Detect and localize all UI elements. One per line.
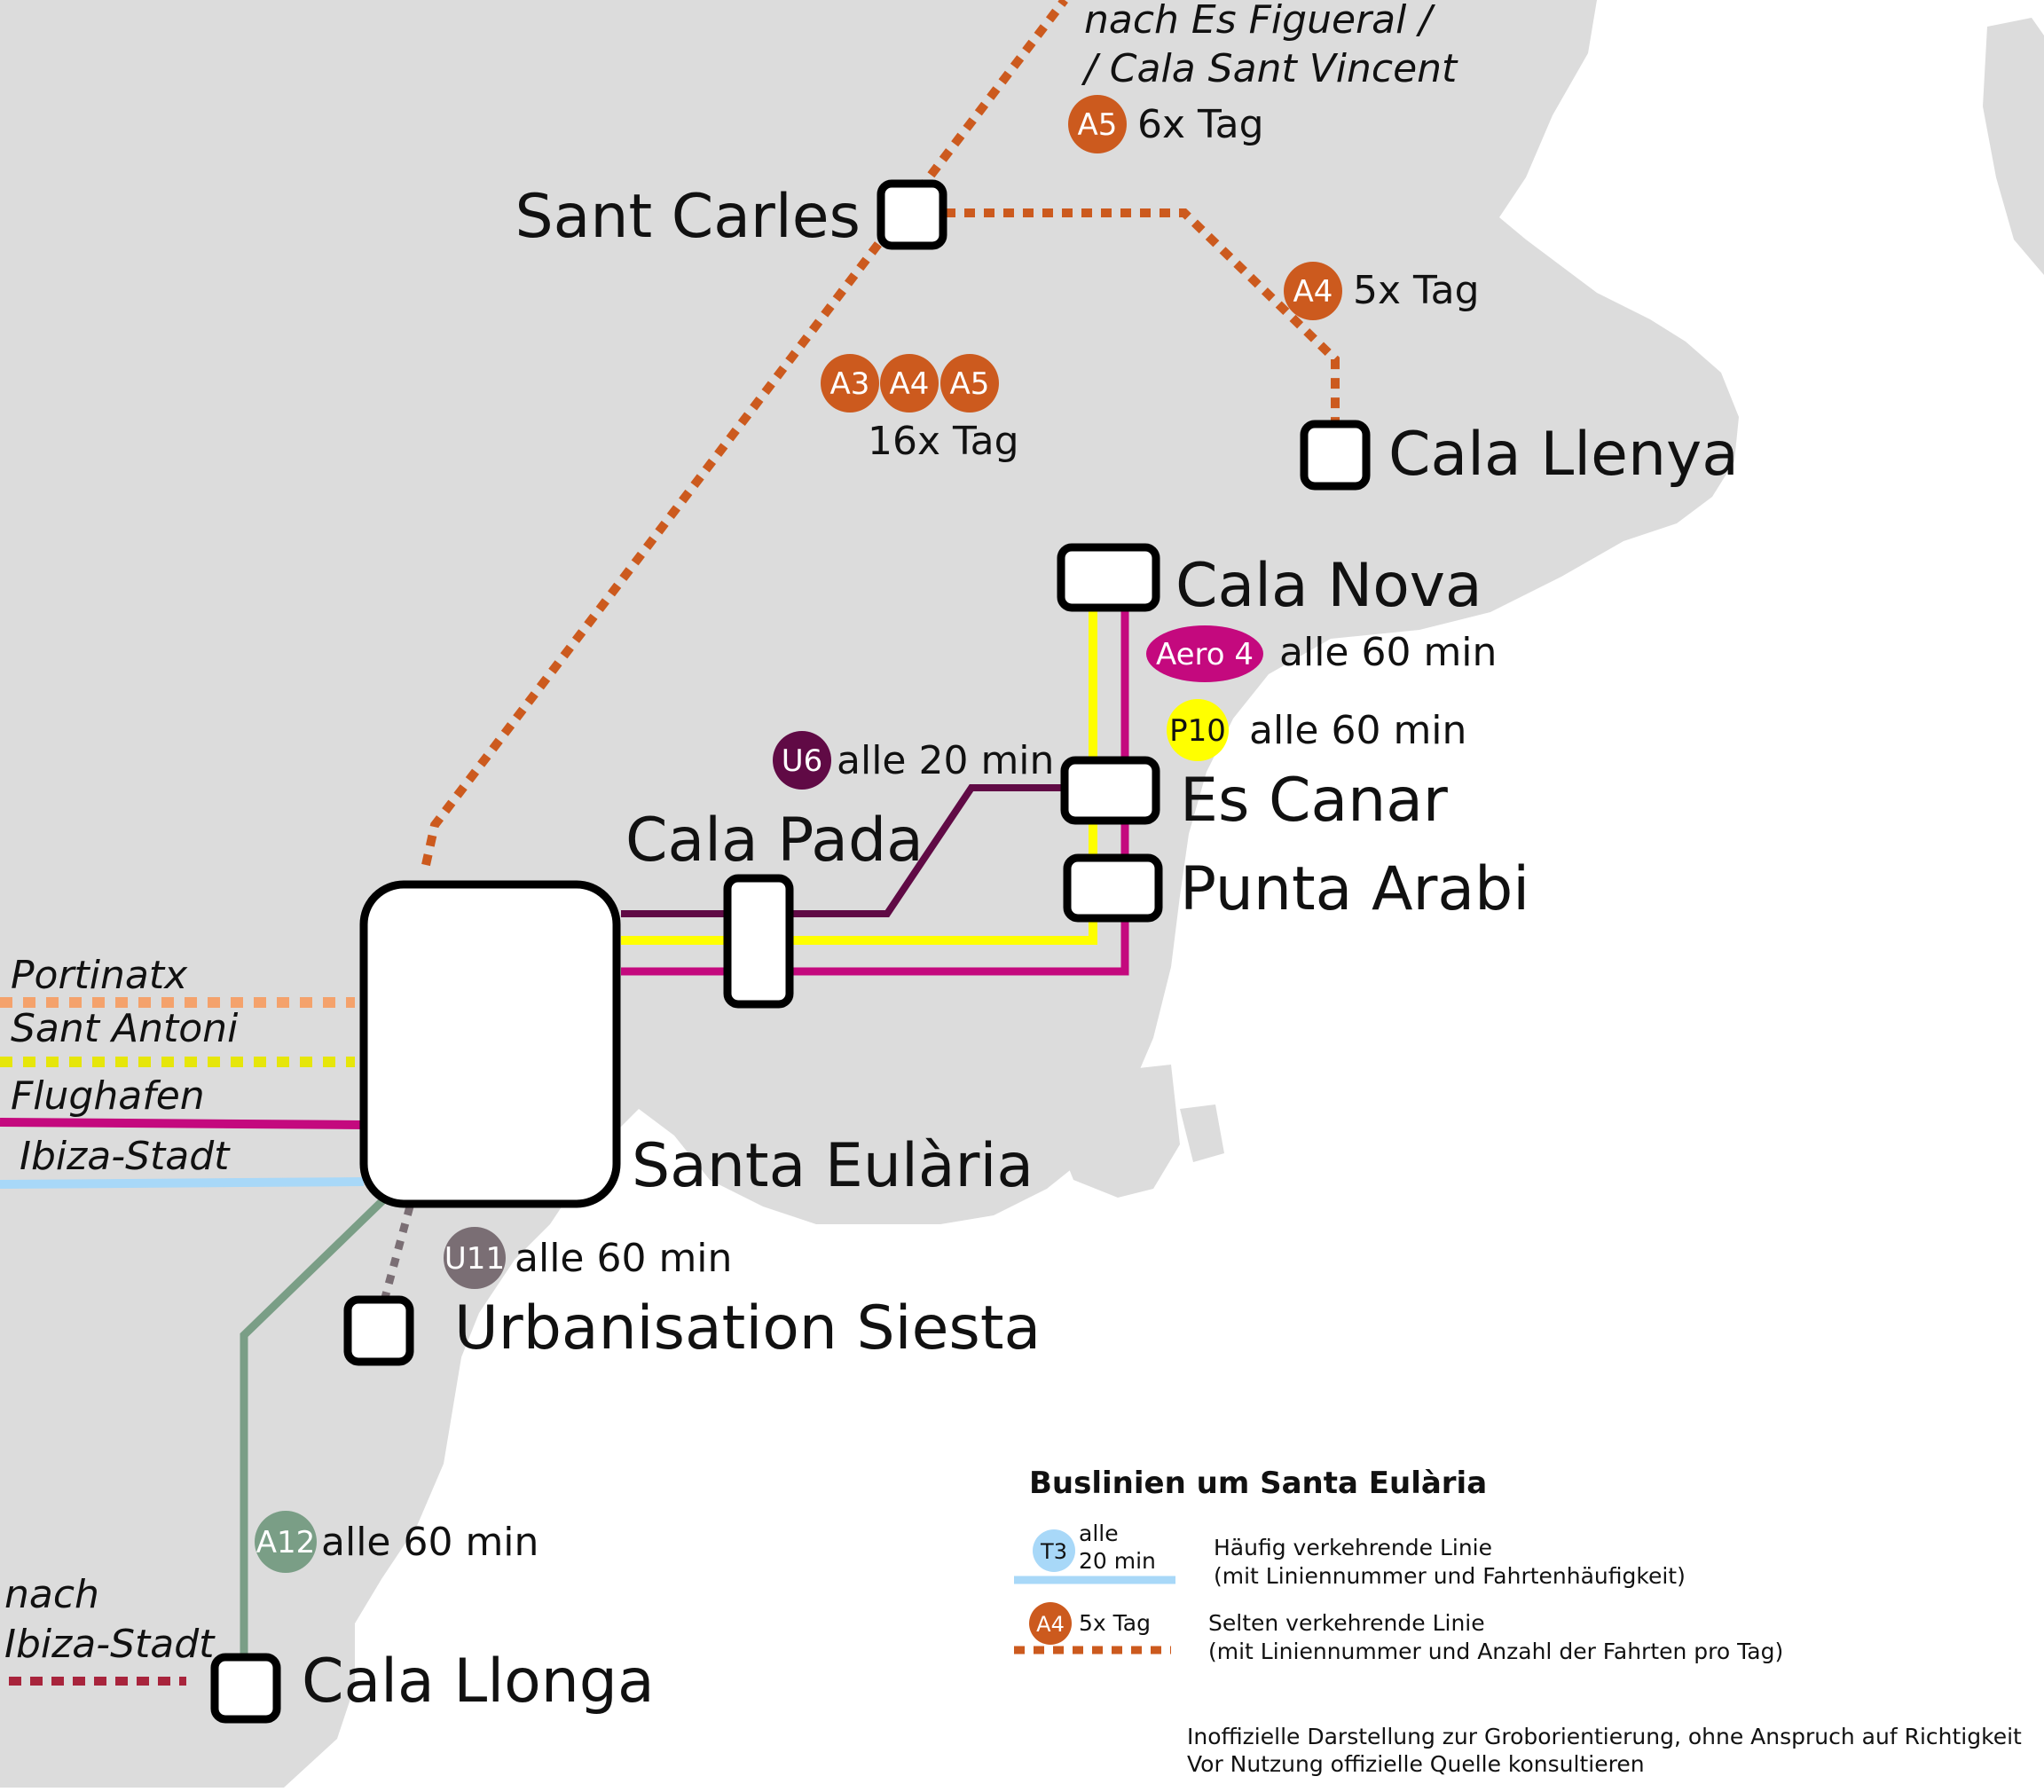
legend-a4-freq: 5x Tag <box>1079 1610 1151 1636</box>
station-label-sant-carles: Sant Carles <box>515 182 861 252</box>
station-box-punta-arabi[interactable] <box>1063 853 1163 923</box>
legend-t3-label: T3 <box>1040 1539 1067 1564</box>
station-box-santa-eularia[interactable] <box>359 880 621 1208</box>
station-label-cala-llonga: Cala Llonga <box>302 1647 655 1717</box>
station-label-santa-eularia: Santa Eulària <box>632 1131 1034 1201</box>
station-label-cala-llenya: Cala Llenya <box>1388 420 1739 490</box>
freq-a5: 6x Tag <box>1137 102 1264 147</box>
station-labels: Sant Carles Cala Llenya Cala Nova Es Can… <box>302 182 1739 1717</box>
station-box-cala-llonga[interactable] <box>210 1653 281 1724</box>
badge-a5-group[interactable] <box>940 354 999 413</box>
legend: Buslinien um Santa Eulària T3 alle 20 mi… <box>1014 1466 1783 1664</box>
station-box-cala-nova[interactable] <box>1057 543 1160 612</box>
freq-u11: alle 60 min <box>515 1236 732 1281</box>
badge-aero4-label: Aero 4 <box>1156 637 1254 672</box>
badge-u6[interactable] <box>773 731 831 790</box>
destination-ibiza-stadt-south: Ibiza-Stadt <box>4 1622 216 1667</box>
station-label-cala-pada: Cala Pada <box>625 806 924 876</box>
station-label-cala-nova: Cala Nova <box>1175 551 1482 621</box>
badge-a4-group-label: A4 <box>890 366 930 402</box>
station-box-es-canar[interactable] <box>1060 756 1160 825</box>
badge-a12-label: A12 <box>256 1525 316 1560</box>
line-a12-route <box>240 1190 394 1677</box>
freq-a4: 5x Tag <box>1353 268 1480 313</box>
badge-a3-group[interactable] <box>821 354 879 413</box>
line-a3-a4-a5-route <box>421 0 1068 867</box>
disclaimer-line-2: Vor Nutzung offizielle Quelle konsultier… <box>1187 1751 1645 1777</box>
legend-rare-desc-2: (mit Liniennummer und Anzahl der Fahrten… <box>1208 1639 1783 1664</box>
badge-a4-label: A4 <box>1293 274 1333 310</box>
station-box-cala-llenya[interactable] <box>1300 420 1371 491</box>
badge-a4[interactable] <box>1284 262 1342 320</box>
line-badges: A5 6x Tag A4 5x Tag A3 A4 A5 16x Tag Aer… <box>255 95 1497 1573</box>
badge-a5-group-label: A5 <box>950 366 990 402</box>
badge-p10-label: P10 <box>1169 713 1226 749</box>
freq-p10: alle 60 min <box>1249 708 1466 753</box>
legend-frequent-desc-2: (mit Liniennummer und Fahrtenhäufigkeit) <box>1214 1563 1686 1589</box>
legend-a4-badge <box>1029 1602 1072 1645</box>
legend-t3-freq-1: alle <box>1079 1521 1119 1546</box>
destination-labels: nach Es Figueral / / Cala Sant Vincent P… <box>4 0 1458 1667</box>
disclaimer-line-1: Inoffizielle Darstellung zur Groborienti… <box>1187 1724 2022 1749</box>
badge-a5-label: A5 <box>1078 107 1118 143</box>
destination-ibiza-stadt: Ibiza-Stadt <box>20 1134 231 1179</box>
destination-portinatx: Portinatx <box>11 953 188 998</box>
station-label-es-canar: Es Canar <box>1180 766 1448 836</box>
station-label-urbanisation-siesta: Urbanisation Siesta <box>454 1293 1041 1364</box>
destination-sant-antoni: Sant Antoni <box>11 1006 239 1051</box>
station-box-sant-carles[interactable] <box>877 179 947 250</box>
badge-u11-label: U11 <box>444 1241 505 1277</box>
station-box-urbanisation-siesta[interactable] <box>343 1295 414 1366</box>
freq-a3-a4-a5: 16x Tag <box>868 419 1019 464</box>
badge-p10[interactable] <box>1167 699 1229 761</box>
station-box-cala-pada[interactable] <box>723 874 794 1009</box>
legend-title: Buslinien um Santa Eulària <box>1029 1466 1487 1501</box>
freq-u6: alle 20 min <box>837 738 1054 783</box>
badge-u6-label: U6 <box>782 743 823 779</box>
freq-aero4: alle 60 min <box>1279 630 1497 675</box>
badge-a5[interactable] <box>1068 95 1127 153</box>
badge-a12[interactable] <box>255 1511 317 1573</box>
legend-a4-label: A4 <box>1036 1612 1065 1637</box>
disclaimer: Inoffizielle Darstellung zur Groborienti… <box>1187 1724 2022 1777</box>
legend-t3-badge <box>1033 1529 1075 1572</box>
station-label-punta-arabi: Punta Arabi <box>1180 854 1529 924</box>
badge-aero4[interactable] <box>1146 625 1263 682</box>
line-ibiza-stadt <box>0 1177 365 1189</box>
line-flughafen <box>0 1118 365 1129</box>
legend-frequent-desc-1: Häufig verkehrende Linie <box>1214 1535 1492 1560</box>
badge-u11[interactable] <box>444 1227 506 1289</box>
legend-t3-freq-2: 20 min <box>1079 1548 1156 1574</box>
line-a4-route <box>945 208 1340 430</box>
destination-nach: nach <box>4 1572 99 1617</box>
freq-a12: alle 60 min <box>321 1520 539 1565</box>
destination-flughafen: Flughafen <box>11 1073 205 1119</box>
legend-rare-desc-1: Selten verkehrende Linie <box>1208 1610 1485 1636</box>
badge-a4-group[interactable] <box>880 354 939 413</box>
destination-es-figueral: nach Es Figueral / <box>1084 0 1435 43</box>
badge-a3-group-label: A3 <box>830 366 870 402</box>
stations <box>210 179 1371 1724</box>
destination-cala-sant-vincent: / Cala Sant Vincent <box>1081 46 1458 91</box>
